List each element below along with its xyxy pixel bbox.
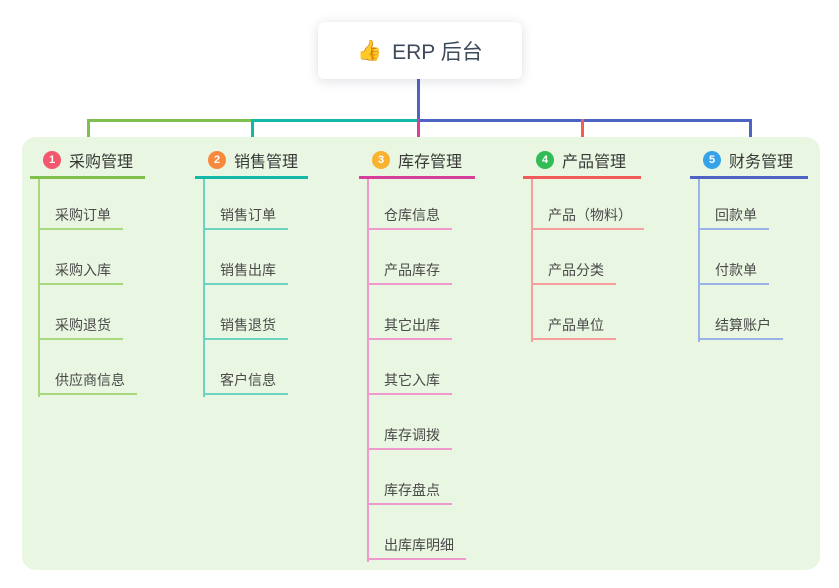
branch-trunk-line [698,179,700,342]
child-node[interactable]: 供应商信息 [38,367,137,395]
branch-badge: 4 [536,150,554,169]
branch-procurement: 1 采购管理 采购订单 采购入库 采购退货 供应商信息 [30,146,145,397]
connector-segment [87,119,252,122]
connector-drop-line [749,119,752,146]
child-node[interactable]: 其它出库 [367,312,452,340]
branch-node[interactable]: 4 产品管理 [523,146,641,179]
branch-label: 采购管理 [69,153,134,171]
child-node[interactable]: 产品分类 [531,257,616,285]
branch-node[interactable]: 3 库存管理 [359,146,475,179]
child-node[interactable]: 付款单 [698,257,769,285]
child-node[interactable]: 结算账户 [698,312,783,340]
child-node[interactable]: 采购入库 [38,257,123,285]
branch-badge: 3 [372,150,390,169]
branch-badge: 1 [43,150,61,169]
child-node[interactable]: 产品（物料） [531,202,644,230]
root-stem-line [417,79,420,120]
branch-trunk-line [367,179,369,562]
child-node[interactable]: 采购订单 [38,202,123,230]
branch-inventory: 3 库存管理 仓库信息 产品库存 其它出库 其它入库 库存调拨 库存盘点 出库库… [359,146,475,562]
branch-trunk-line [203,179,205,397]
root-node[interactable]: 👍 ERP 后台 [318,22,522,79]
branch-trunk-line [38,179,40,397]
child-node[interactable]: 库存调拨 [367,422,452,450]
branch-label: 财务管理 [729,153,794,171]
child-node[interactable]: 产品库存 [367,257,452,285]
child-node[interactable]: 销售订单 [203,202,288,230]
child-node[interactable]: 其它入库 [367,367,452,395]
mindmap-panel [22,137,820,570]
child-node[interactable]: 回款单 [698,202,769,230]
branch-finance: 5 财务管理 回款单 付款单 结算账户 [690,146,808,342]
branch-label: 库存管理 [398,153,463,171]
connector-drop-line [417,119,420,146]
connector-segment [418,119,752,122]
branch-node[interactable]: 2 销售管理 [195,146,308,179]
child-node[interactable]: 销售退货 [203,312,288,340]
child-node[interactable]: 客户信息 [203,367,288,395]
branch-node[interactable]: 1 采购管理 [30,146,145,179]
child-node[interactable]: 出库库明细 [367,532,466,560]
branch-sales: 2 销售管理 销售订单 销售出库 销售退货 客户信息 [195,146,308,397]
root-title: ERP 后台 [392,40,483,64]
child-node[interactable]: 产品单位 [531,312,616,340]
branch-badge: 5 [703,150,721,169]
connector-segment [252,119,418,122]
child-node[interactable]: 库存盘点 [367,477,452,505]
child-node[interactable]: 销售出库 [203,257,288,285]
connector-drop-line [87,119,90,146]
branch-badge: 2 [208,150,226,169]
branch-label: 产品管理 [562,153,627,171]
branch-label: 销售管理 [234,153,299,171]
branch-product: 4 产品管理 产品（物料） 产品分类 产品单位 [523,146,644,342]
thumbs-up-icon: 👍 [357,40,383,62]
child-node[interactable]: 采购退货 [38,312,123,340]
child-node[interactable]: 仓库信息 [367,202,452,230]
branch-trunk-line [531,179,533,342]
branch-node[interactable]: 5 财务管理 [690,146,808,179]
connector-drop-line [581,119,584,146]
connector-drop-line [251,119,254,146]
